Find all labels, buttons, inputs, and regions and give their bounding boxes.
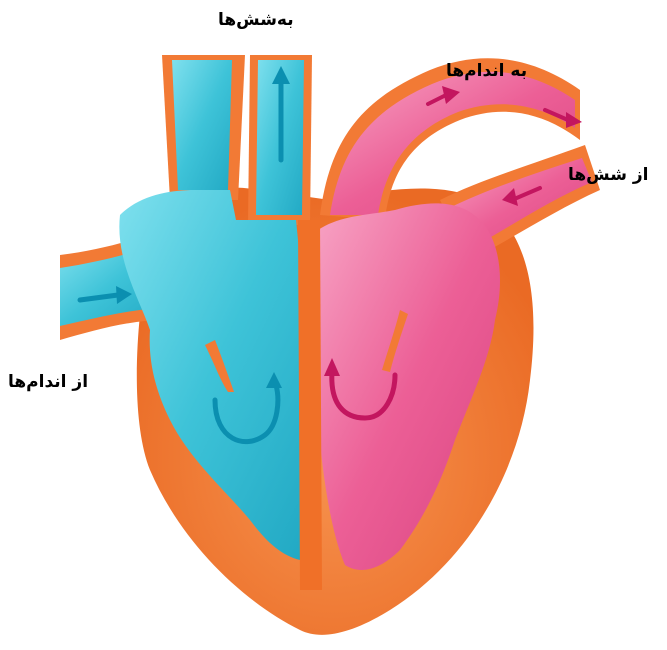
septum	[298, 220, 322, 590]
label-to-lungs: به‌شش‌ها	[218, 12, 294, 29]
label-from-lungs: از شش‌ها	[568, 167, 648, 184]
label-from-organs: از اندام‌ها	[8, 374, 88, 391]
label-to-organs: به اندام‌ها	[446, 63, 527, 80]
vena-cava-lumen	[172, 60, 232, 190]
